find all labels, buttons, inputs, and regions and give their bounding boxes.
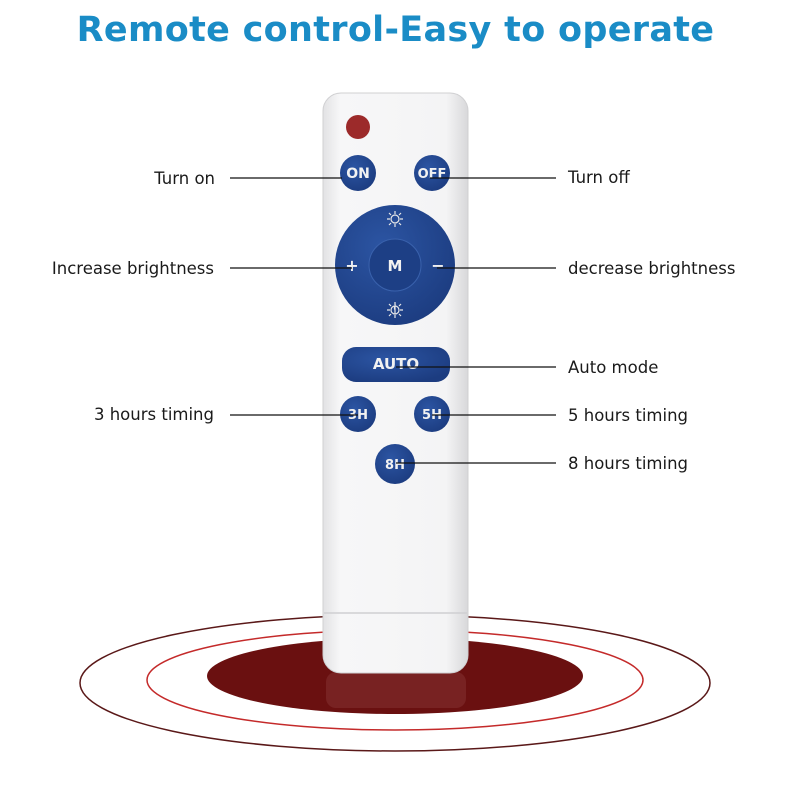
mode-button[interactable]: M xyxy=(368,238,422,292)
decrease-brightness-button[interactable]: − xyxy=(431,256,444,275)
timer-5h-button[interactable]: 5H xyxy=(414,396,450,432)
label-turn-on: Turn on xyxy=(153,169,215,188)
timer-8h-button[interactable]: 8H xyxy=(375,444,415,484)
timer-8h-label: 8H xyxy=(385,458,405,473)
label-decrease-brightness: decrease brightness xyxy=(568,259,735,278)
dim-sun-icon xyxy=(387,302,403,318)
label-auto-mode: Auto mode xyxy=(568,358,658,377)
timer-3h-button[interactable]: 3H xyxy=(340,396,376,432)
mode-button-label: M xyxy=(388,257,403,275)
label-3h: 3 hours timing xyxy=(94,405,214,424)
off-button-label: OFF xyxy=(418,167,447,182)
base-disc xyxy=(207,638,583,714)
increase-brightness-button[interactable]: + xyxy=(345,256,358,275)
label-5h: 5 hours timing xyxy=(568,406,688,425)
label-increase-brightness: Increase brightness xyxy=(52,259,214,278)
on-button[interactable]: ON xyxy=(340,155,376,191)
leader-lines xyxy=(230,177,556,464)
auto-button-label: AUTO xyxy=(373,355,419,373)
sun-icon xyxy=(387,211,403,227)
auto-button[interactable]: AUTO xyxy=(342,347,450,382)
remote-reflection xyxy=(326,672,466,708)
off-button[interactable]: OFF xyxy=(414,155,450,191)
indicator-light xyxy=(346,115,370,139)
on-button-label: ON xyxy=(346,166,370,182)
label-8h: 8 hours timing xyxy=(568,454,688,473)
label-turn-off: Turn off xyxy=(567,168,630,187)
page-title: Remote control-Easy to operate xyxy=(76,10,715,50)
